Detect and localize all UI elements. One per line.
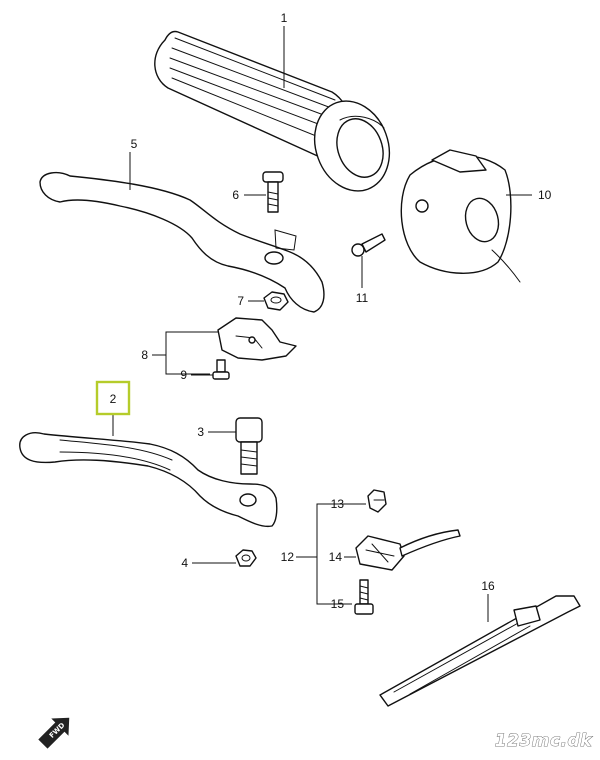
callout-13[interactable]: 13 [331, 497, 345, 511]
callout-9[interactable]: 9 [180, 368, 187, 382]
callout-10[interactable]: 10 [538, 188, 552, 202]
part-lever-upper[interactable] [39, 171, 325, 313]
callout-2[interactable]: 2 [110, 392, 117, 406]
callout-labels: 1 5 6 10 11 7 8 9 2 3 4 13 12 14 15 16 [110, 11, 552, 611]
callout-14[interactable]: 14 [329, 550, 343, 564]
part-bolt-3[interactable] [235, 417, 263, 475]
callout-1[interactable]: 1 [281, 11, 288, 25]
callout-5[interactable]: 5 [131, 137, 138, 151]
part-screw-15[interactable] [354, 579, 374, 615]
part-switch-housing[interactable] [400, 149, 521, 283]
highlight-box [95, 380, 131, 416]
callout-8[interactable]: 8 [141, 348, 148, 362]
part-grip[interactable] [154, 30, 402, 201]
part-cable-tie[interactable] [379, 595, 581, 707]
part-screw-9[interactable] [212, 359, 230, 380]
part-clamp-14[interactable] [355, 529, 461, 571]
callout-12[interactable]: 12 [281, 550, 295, 564]
part-nut-4[interactable] [235, 549, 257, 567]
callout-15[interactable]: 15 [331, 597, 345, 611]
part-screw-11[interactable] [351, 233, 386, 257]
callout-6[interactable]: 6 [232, 188, 239, 202]
watermark-text: 123mc.dk [495, 731, 593, 751]
part-nut-upper[interactable] [263, 291, 289, 311]
callout-4[interactable]: 4 [181, 556, 188, 570]
part-clip-13[interactable] [367, 489, 387, 513]
callout-16[interactable]: 16 [481, 579, 495, 593]
part-pivot-bolt[interactable] [262, 171, 284, 213]
part-lever-main[interactable] [19, 432, 278, 528]
fwd-arrow-icon: FWD [38, 717, 70, 749]
callout-3[interactable]: 3 [197, 425, 204, 439]
callout-11[interactable]: 11 [356, 291, 369, 305]
part-brake-switch[interactable] [217, 317, 297, 361]
callout-7[interactable]: 7 [237, 294, 244, 308]
leader-lines [112, 26, 532, 622]
